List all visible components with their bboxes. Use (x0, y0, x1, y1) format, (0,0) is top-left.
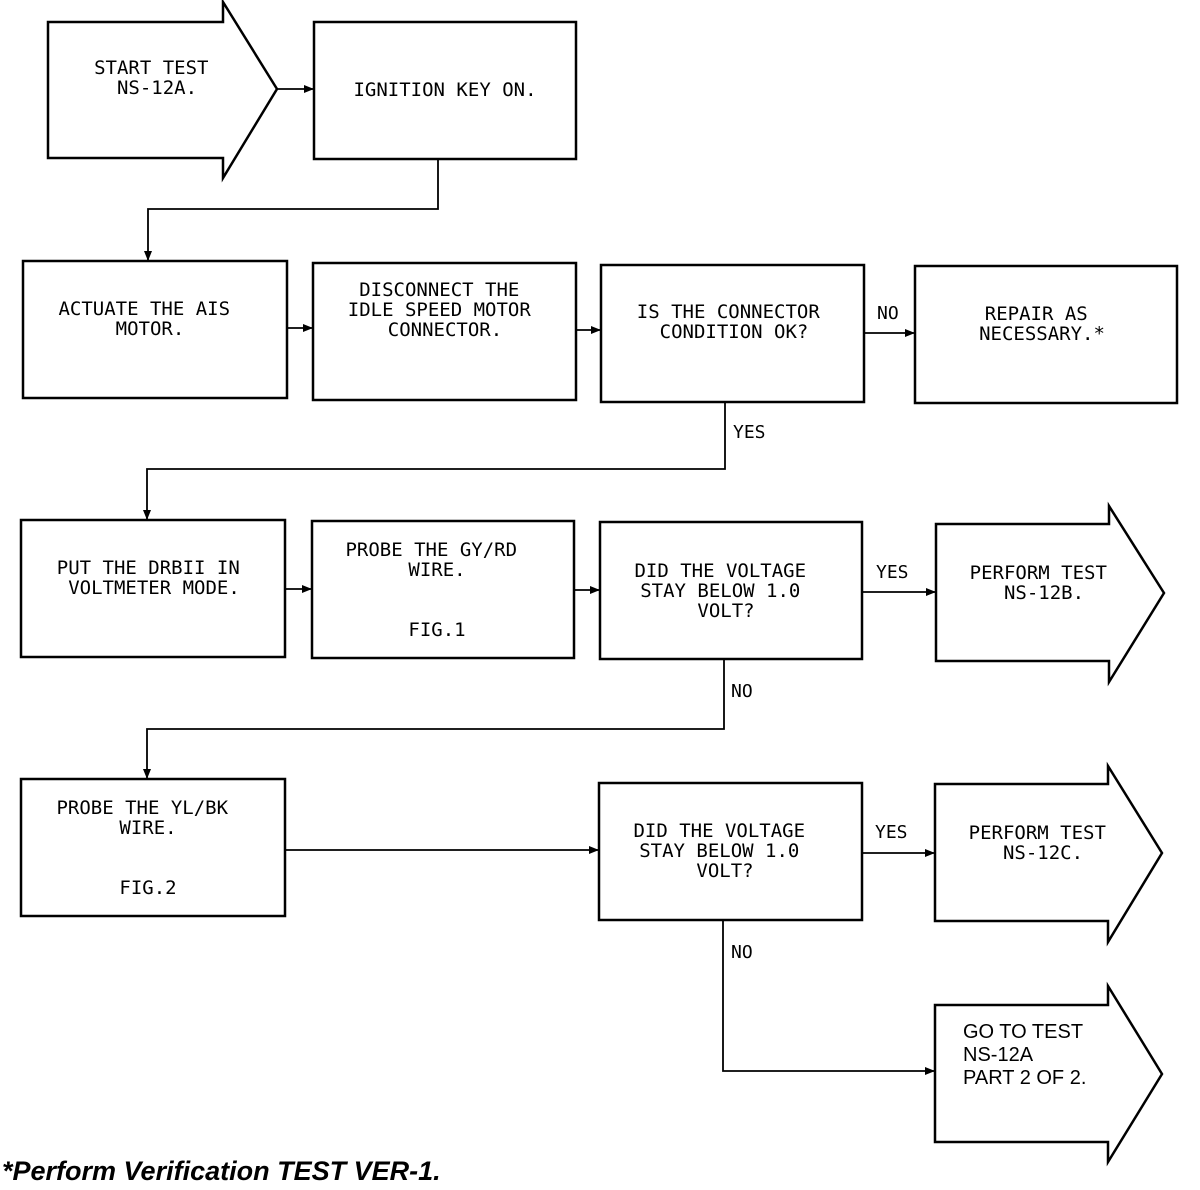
edge-label-connector-yes: YES (733, 422, 766, 443)
probe-gyrd-label: PROBE THE GY/RD WIRE. (345, 539, 528, 581)
edge-voltage1-probe-ylbk (143, 659, 725, 779)
probe-ylbk-label: PROBE THE YL/BK WIRE. (56, 797, 239, 839)
voltmeter-box (19, 518, 287, 659)
probe-gyrd-box (310, 519, 576, 660)
footnote: *Perform Verification TEST VER-1. (2, 1156, 441, 1186)
start-shape (46, 0, 279, 183)
perform-b-label: PERFORM TEST NS-12B. (970, 562, 1119, 604)
edge-label-connector-no: NO (877, 303, 899, 324)
voltage2-label: DID THE VOLTAGE STAY BELOW 1.0 VOLT? (633, 820, 816, 882)
repair-box (913, 264, 1179, 405)
disconnect-label: DISCONNECT THE IDLE SPEED MOTOR CONNECTO… (348, 279, 542, 341)
actuate-box (21, 259, 289, 400)
perform-c-shape (933, 761, 1164, 947)
edge-voltage2-goto (722, 920, 935, 1075)
probe-gyrd-fig: FIG.1 (408, 619, 465, 641)
connector-ok-box (599, 263, 866, 404)
goto-shape (933, 981, 1164, 1167)
probe-ylbk-fig: FIG.2 (119, 877, 176, 899)
voltage2-box (597, 781, 864, 922)
perform-c-label: PERFORM TEST NS-12C. (969, 822, 1118, 864)
probe-ylbk-box (19, 777, 287, 918)
edge-label-voltage2-yes: YES (875, 822, 908, 843)
actuate-label: ACTUATE THE AIS MOTOR. (58, 298, 241, 340)
edge-label-voltage2-no: NO (731, 942, 753, 963)
repair-label: REPAIR AS NECESSARY.* (979, 303, 1105, 345)
start-label: START TEST NS-12A. (94, 57, 220, 99)
voltage1-box (598, 520, 864, 661)
edge-connector-voltmeter (143, 402, 726, 520)
voltmeter-label: PUT THE DRBII IN VOLTMETER MODE. (57, 557, 251, 599)
goto-label: GO TO TEST NS-12A PART 2 OF 2. (963, 1021, 1088, 1089)
disconnect-box (311, 261, 578, 402)
edge-label-voltage1-yes: YES (876, 562, 909, 583)
voltage1-label: DID THE VOLTAGE STAY BELOW 1.0 VOLT? (634, 560, 817, 622)
edge-ignition-actuate (144, 159, 439, 261)
ignition-label: IGNITION KEY ON. (353, 79, 536, 101)
perform-b-shape (934, 501, 1166, 687)
edge-label-voltage1-no: NO (731, 681, 753, 702)
connector-ok-label: IS THE CONNECTOR CONDITION OK? (637, 301, 831, 343)
ignition-box (312, 20, 578, 161)
